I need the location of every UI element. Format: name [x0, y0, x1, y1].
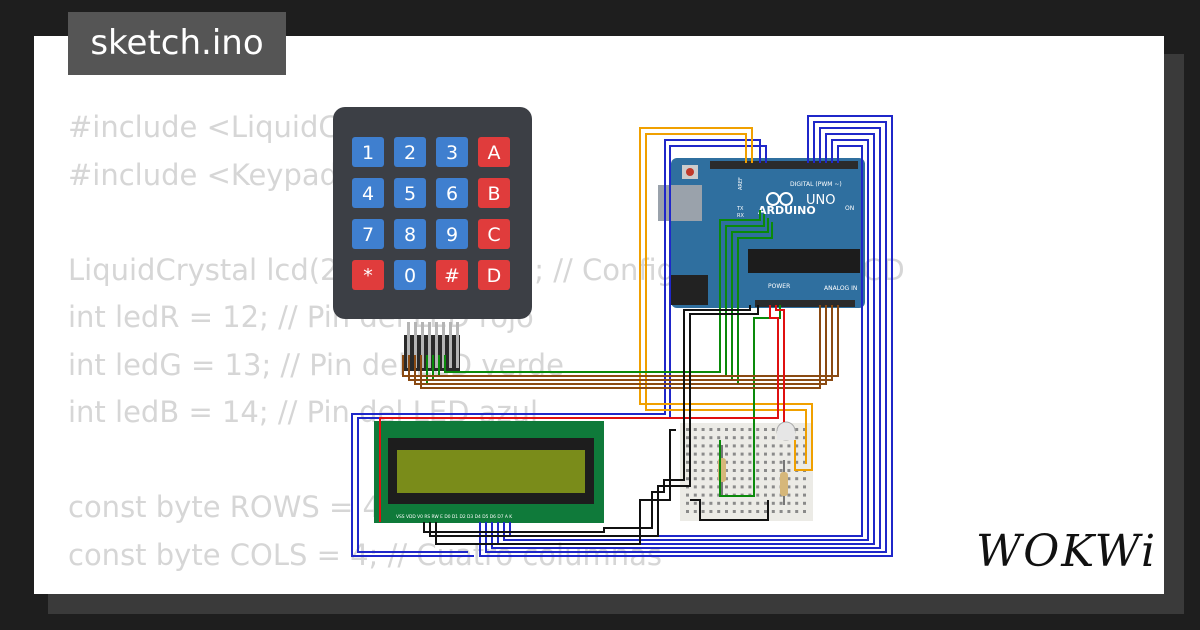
power-label: POWER — [768, 283, 790, 290]
keypad-key-label: 0 — [404, 265, 416, 287]
keypad-key-5[interactable]: 5 — [394, 178, 426, 208]
keypad-key-D[interactable]: D — [478, 260, 510, 290]
rgb-led[interactable] — [776, 421, 796, 441]
wire — [497, 133, 875, 545]
on-label: ON — [845, 205, 854, 212]
wire — [639, 127, 813, 471]
lcd-screen — [397, 450, 585, 493]
analog-label: ANALOG IN — [824, 285, 857, 292]
keypad-key-label: 6 — [446, 183, 458, 205]
keypad-key-label: C — [487, 224, 500, 246]
keypad-key-label: 3 — [446, 142, 458, 164]
keypad-pin — [414, 322, 417, 368]
keypad-key-label: 8 — [404, 224, 416, 246]
keypad-key-4[interactable]: 4 — [352, 178, 384, 208]
keypad-key-6[interactable]: 6 — [436, 178, 468, 208]
wire — [509, 145, 863, 537]
keypad-key-C[interactable]: C — [478, 219, 510, 249]
wire — [719, 305, 781, 497]
wire — [690, 499, 769, 521]
keypad-key-3[interactable]: 3 — [436, 137, 468, 167]
wire — [444, 210, 761, 373]
wire — [379, 305, 779, 522]
keypad-key-label: 9 — [446, 224, 458, 246]
aref-label: AREF — [738, 177, 744, 190]
keypad-pin — [442, 322, 445, 368]
keypad-pin — [435, 322, 438, 368]
wire — [435, 429, 676, 545]
keypad-key-9[interactable]: 9 — [436, 219, 468, 249]
wire — [775, 305, 785, 422]
resistor-2[interactable] — [780, 460, 788, 505]
keypad-key-2[interactable]: 2 — [394, 137, 426, 167]
keypad-key-label: A — [488, 142, 501, 164]
file-title-tab[interactable]: sketch.ino — [68, 12, 286, 75]
reset-button-cap — [686, 168, 694, 176]
wire — [351, 139, 761, 557]
keypad-key-B[interactable]: B — [478, 178, 510, 208]
wire — [645, 133, 807, 464]
wire — [414, 305, 827, 385]
keypad-key-label: 7 — [362, 224, 374, 246]
keypad-pin — [407, 322, 410, 368]
keypad-key-label: * — [363, 265, 373, 287]
arduino-logo-right — [779, 192, 793, 206]
digital-label: DIGITAL (PWM ~) — [790, 181, 842, 188]
keypad-pin — [456, 322, 459, 368]
analog-header — [755, 300, 855, 307]
keypad-pin — [449, 322, 452, 368]
wires — [351, 115, 893, 557]
keypad-pin — [428, 322, 431, 368]
wire — [429, 305, 759, 537]
rx-label: RX — [737, 213, 744, 219]
keypad-key-label: 5 — [404, 183, 416, 205]
wire — [420, 305, 821, 389]
keypad-key-#[interactable]: # — [436, 260, 468, 290]
keypad-key-1[interactable]: 1 — [352, 137, 384, 167]
tx-label: TX — [736, 206, 744, 212]
keypad-4x4[interactable]: 1 2 3 A 4 5 6 B 7 8 9 C * 0 # D — [333, 107, 532, 371]
atmega-chip — [748, 249, 860, 273]
wire — [402, 305, 839, 377]
arduino-brand: ARDUINO — [758, 204, 816, 217]
keypad-key-label: # — [444, 265, 460, 287]
keypad-key-label: 4 — [362, 183, 374, 205]
keypad-key-label: D — [487, 265, 502, 287]
lcd-pin-labels: VSS VDD V0 RS RW E D0 D1 D2 D3 D4 D5 D6 … — [396, 514, 512, 520]
lcd-1602[interactable]: VSS VDD V0 RS RW E D0 D1 D2 D3 D4 D5 D6 … — [374, 421, 604, 523]
keypad-key-0[interactable]: 0 — [394, 260, 426, 290]
keypad-key-label: 2 — [404, 142, 416, 164]
keypad-key-A[interactable]: A — [478, 137, 510, 167]
wokwi-logo: WOKWi — [976, 526, 1158, 577]
keypad-key-7[interactable]: 7 — [352, 219, 384, 249]
preview-card: #include <LiquidCrystal.h> #include <Key… — [34, 36, 1164, 594]
power-jack — [670, 275, 708, 305]
wire — [438, 214, 765, 377]
keypad-key-*[interactable]: * — [352, 260, 384, 290]
digital-header — [710, 161, 858, 169]
wire — [479, 115, 893, 557]
keypad-key-label: 1 — [362, 142, 374, 164]
breadboard[interactable] — [680, 423, 813, 521]
keypad-key-8[interactable]: 8 — [394, 219, 426, 249]
keypad-pin — [421, 322, 424, 368]
arduino-model: UNO — [806, 193, 835, 208]
keypad-key-label: B — [487, 183, 500, 205]
wire — [485, 121, 887, 553]
wire — [408, 305, 833, 381]
